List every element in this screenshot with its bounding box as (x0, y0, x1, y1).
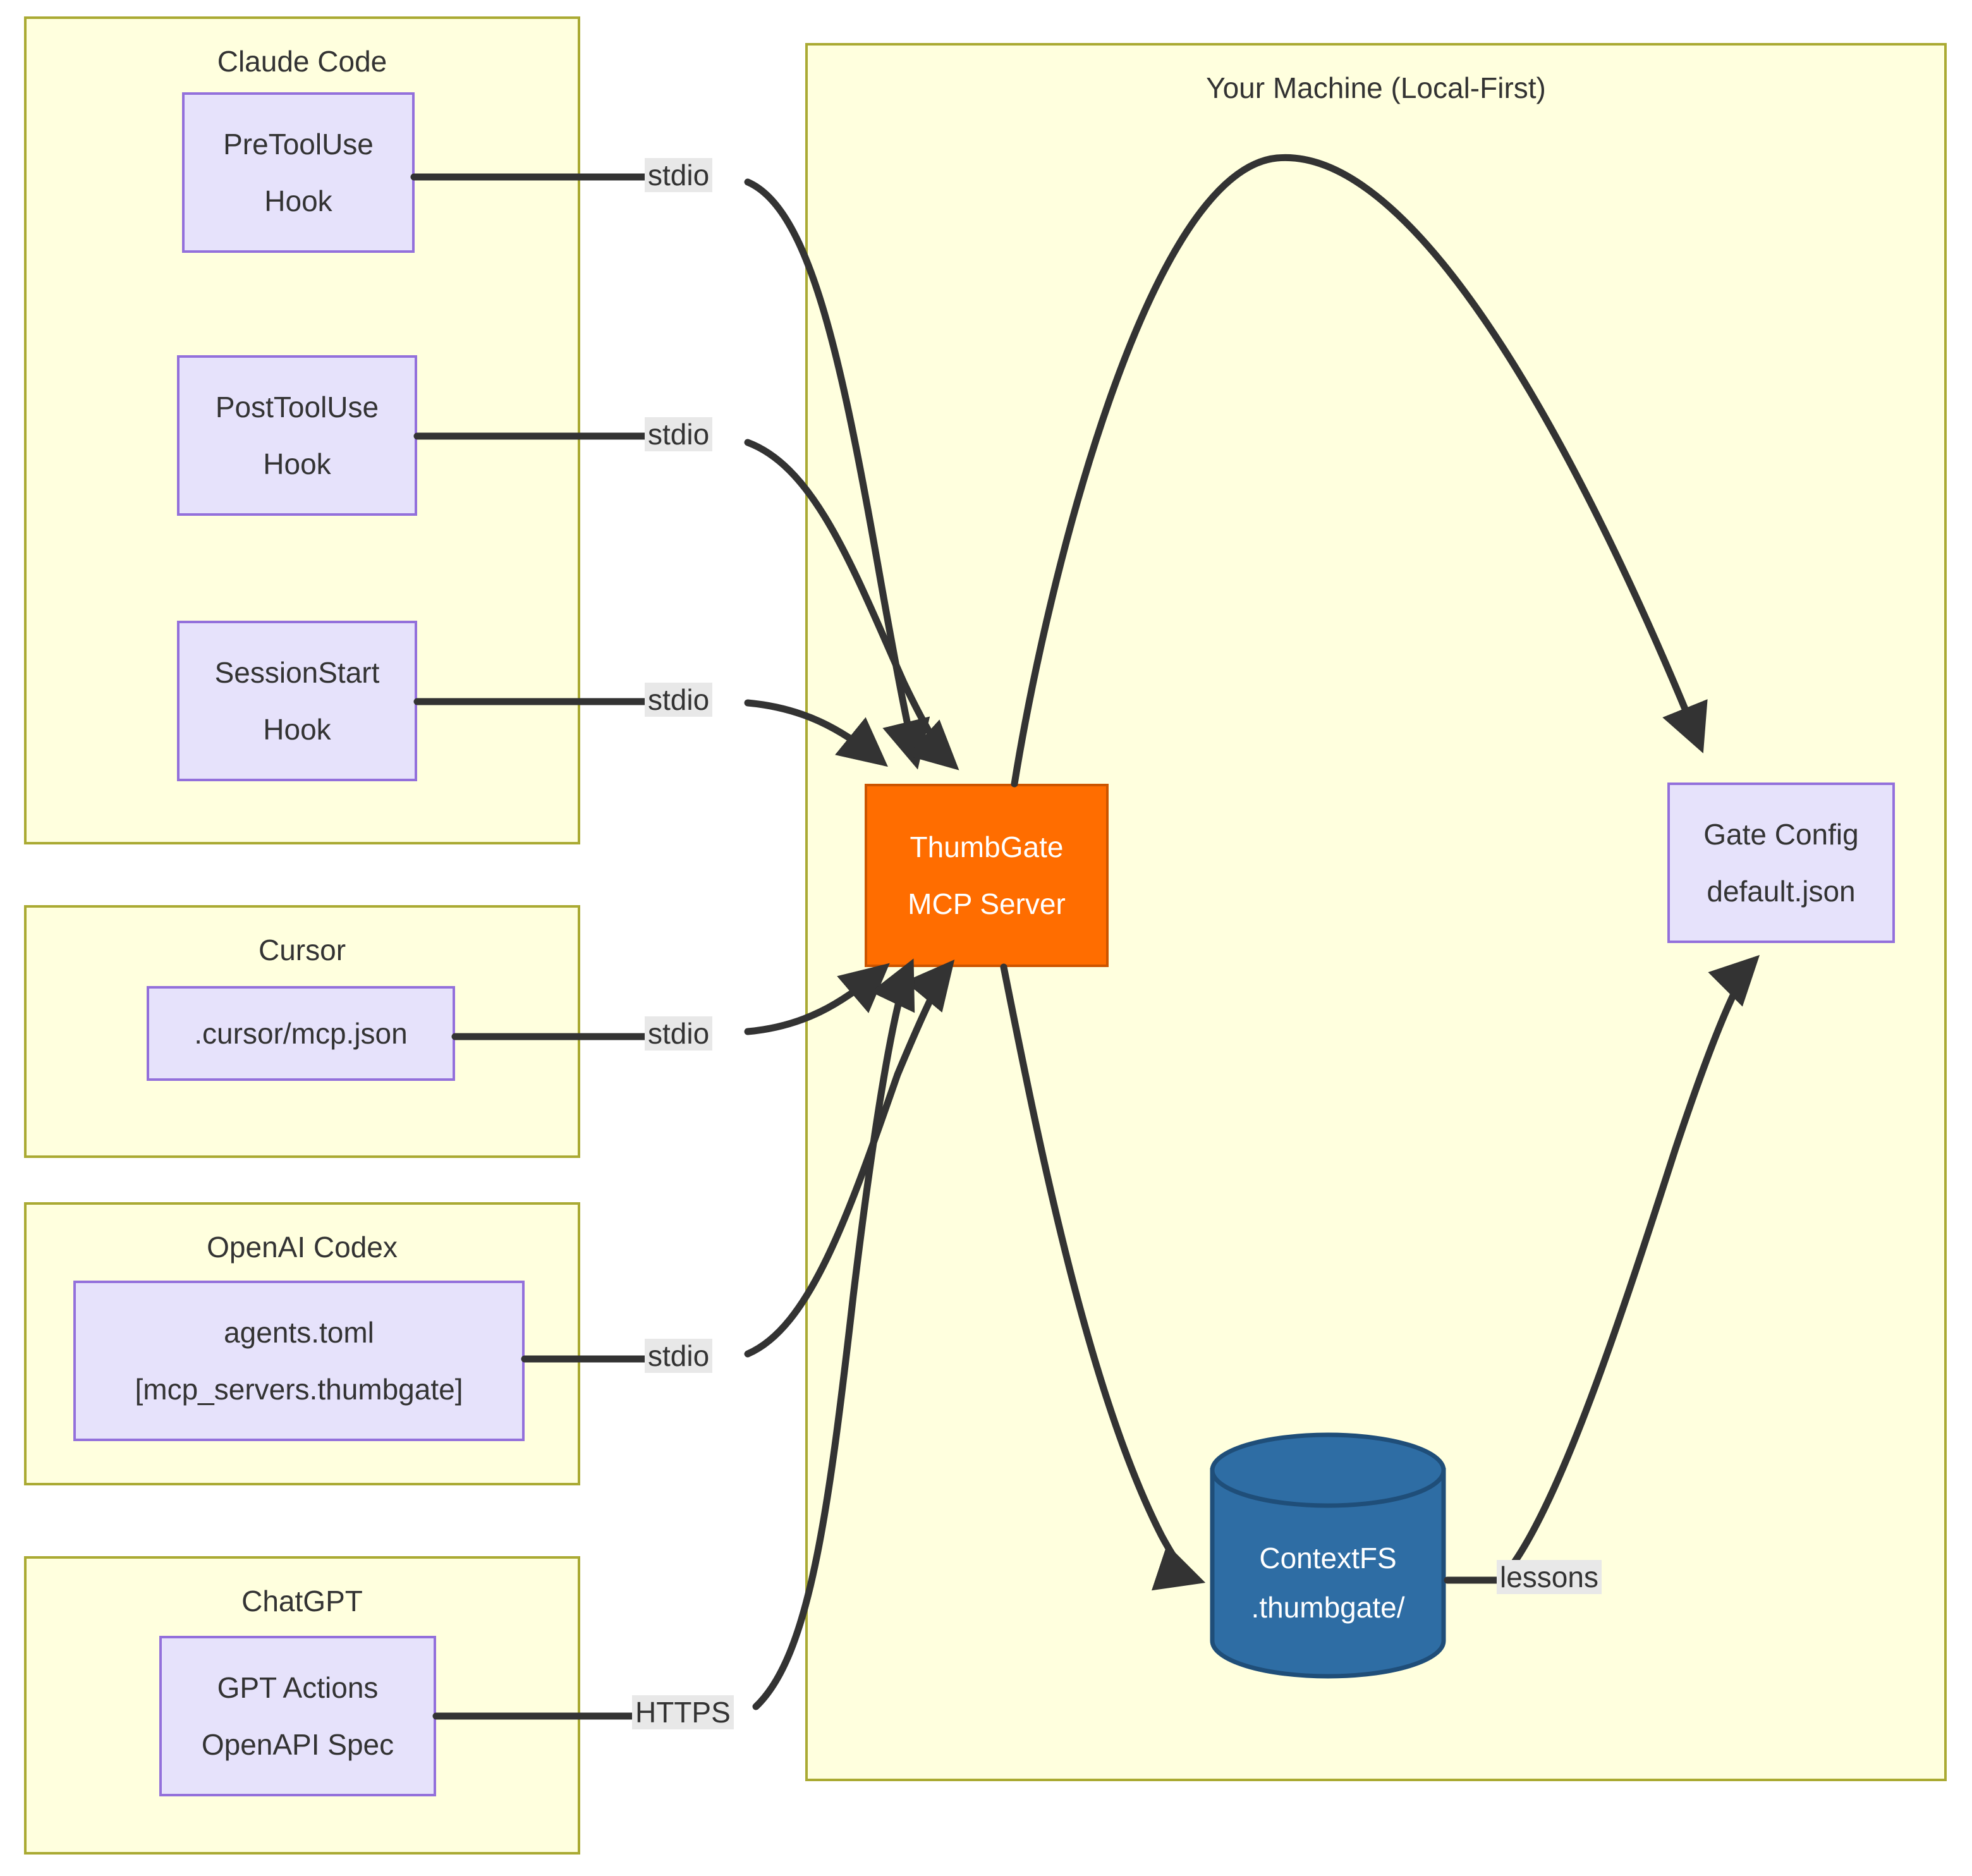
edge-label-sessionstart-stdio: stdio (645, 683, 713, 717)
cluster-title-your-machine: Your Machine (Local-First) (1206, 71, 1546, 104)
edge-label-contextfs-lessons: lessons (1497, 1560, 1602, 1595)
node-agents-toml-line-1: agents.toml (224, 1316, 374, 1349)
edge-label-cursor-stdio: stdio (645, 1016, 713, 1051)
edge-label-posttooluse-stdio: stdio (645, 417, 713, 452)
node-gate-config[interactable]: Gate Config default.json (1667, 783, 1895, 943)
node-posttooluse-hook-line-2: Hook (263, 448, 331, 480)
node-cursor-mcp-json-line-1: .cursor/mcp.json (194, 1017, 408, 1050)
node-gpt-actions-line-2: OpenAPI Spec (201, 1728, 394, 1761)
node-sessionstart-hook[interactable]: SessionStart Hook (177, 621, 417, 781)
node-contextfs-line-1: ContextFS (1259, 1542, 1397, 1574)
cylinder-icon (1210, 1432, 1446, 1679)
node-pretooluse-hook-line-2: Hook (264, 185, 332, 217)
cluster-title-chatgpt: ChatGPT (241, 1585, 363, 1617)
node-posttooluse-hook-line-1: PostToolUse (215, 391, 379, 423)
node-gate-config-line-2: default.json (1707, 875, 1856, 908)
node-agents-toml[interactable]: agents.toml [mcp_servers.thumbgate] (73, 1281, 525, 1441)
node-pretooluse-hook[interactable]: PreToolUse Hook (182, 92, 415, 253)
node-gpt-actions-line-1: GPT Actions (217, 1671, 379, 1704)
cluster-title-cursor: Cursor (258, 934, 346, 966)
node-posttooluse-hook[interactable]: PostToolUse Hook (177, 355, 417, 516)
node-thumbgate-mcp-server[interactable]: ThumbGate MCP Server (865, 784, 1109, 967)
edge-label-pretooluse-stdio: stdio (645, 158, 713, 193)
cluster-title-openai-codex: OpenAI Codex (207, 1231, 398, 1264)
node-agents-toml-line-2: [mcp_servers.thumbgate] (135, 1373, 463, 1406)
node-cursor-mcp-json[interactable]: .cursor/mcp.json (147, 986, 455, 1081)
node-thumbgate-line-2: MCP Server (908, 887, 1066, 920)
node-sessionstart-hook-line-1: SessionStart (214, 656, 380, 689)
node-gate-config-line-1: Gate Config (1703, 818, 1859, 851)
node-thumbgate-line-1: ThumbGate (910, 831, 1064, 863)
node-contextfs-line-2: .thumbgate/ (1251, 1591, 1405, 1624)
node-pretooluse-hook-line-1: PreToolUse (223, 128, 374, 161)
cluster-title-claude-code: Claude Code (217, 45, 387, 78)
node-sessionstart-hook-line-2: Hook (263, 713, 331, 746)
edge-label-chatgpt-https: HTTPS (632, 1695, 734, 1730)
node-contextfs[interactable]: ContextFS .thumbgate/ (1208, 1432, 1447, 1679)
edge-label-codex-stdio: stdio (645, 1339, 713, 1374)
node-gpt-actions[interactable]: GPT Actions OpenAPI Spec (159, 1636, 436, 1796)
